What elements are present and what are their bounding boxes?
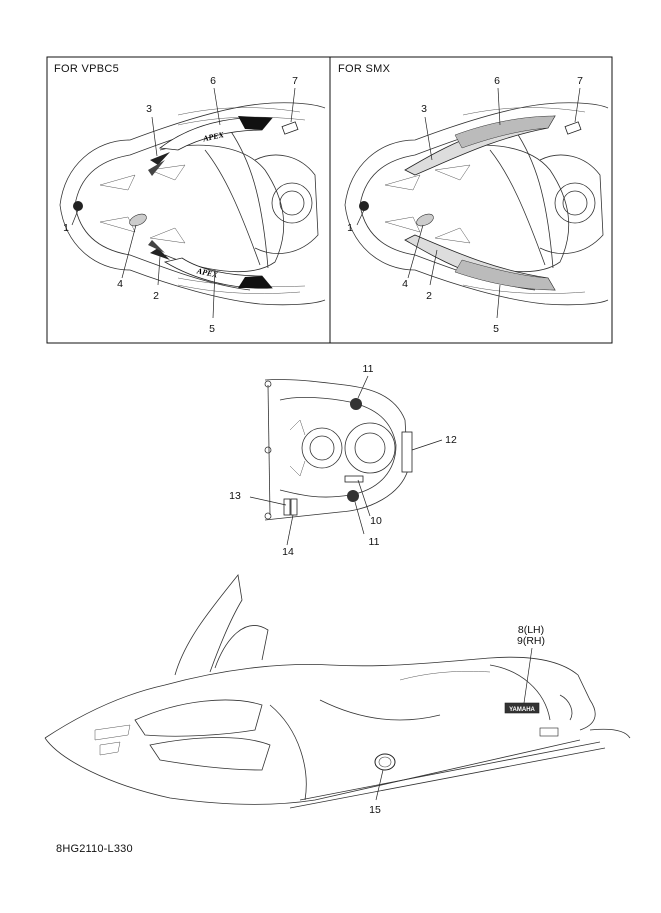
callout-smx-4: 4 [402,278,408,290]
callout-vpbc5-6: 6 [210,75,216,87]
side-view-drawing: YAMAHA [44,574,631,809]
callout-vpbc5-3: 3 [146,103,152,115]
callout-side-15: 15 [369,804,381,816]
callout-top-14: 14 [282,546,294,558]
callout-smx-6: 6 [494,75,500,87]
callout-smx-2: 2 [426,290,432,302]
callout-vpbc5-2: 2 [153,290,159,302]
callout-smx-7: 7 [577,75,583,87]
leader-lines-smx [356,87,581,319]
callout-top-13: 13 [229,490,241,502]
callout-top-12: 12 [445,434,457,446]
hood-drawing-vpbc5: APEX APEX [59,102,326,306]
callout-side-8-lh: 8(LH) [517,624,545,636]
callout-vpbc5-7: 7 [292,75,298,87]
panel-label-smx: FOR SMX [338,63,391,75]
leader-lines-vpbc5 [71,87,296,319]
callout-smx-5: 5 [493,323,499,335]
leader-lines-side-view [375,647,533,801]
callout-top-10: 10 [370,515,382,527]
callout-vpbc5-1: 1 [63,222,69,234]
callout-vpbc5-5: 5 [209,323,215,335]
callout-side-9-rh: 9(RH) [517,635,545,647]
callout-smx-3: 3 [421,103,427,115]
top-view-drawing [264,379,413,521]
callout-smx-1: 1 [347,222,353,234]
callout-top-11-lower: 11 [368,536,380,548]
callout-vpbc5-4: 4 [117,278,123,290]
panel-label-vpbc5: FOR VPBC5 [54,63,120,75]
callout-top-11-upper: 11 [362,363,374,375]
hood-drawing-smx [344,102,609,306]
leader-lines-top-view [249,375,443,546]
figure-code: 8HG2110-L330 [56,843,133,855]
yamaha-decal-text: YAMAHA [509,707,535,713]
